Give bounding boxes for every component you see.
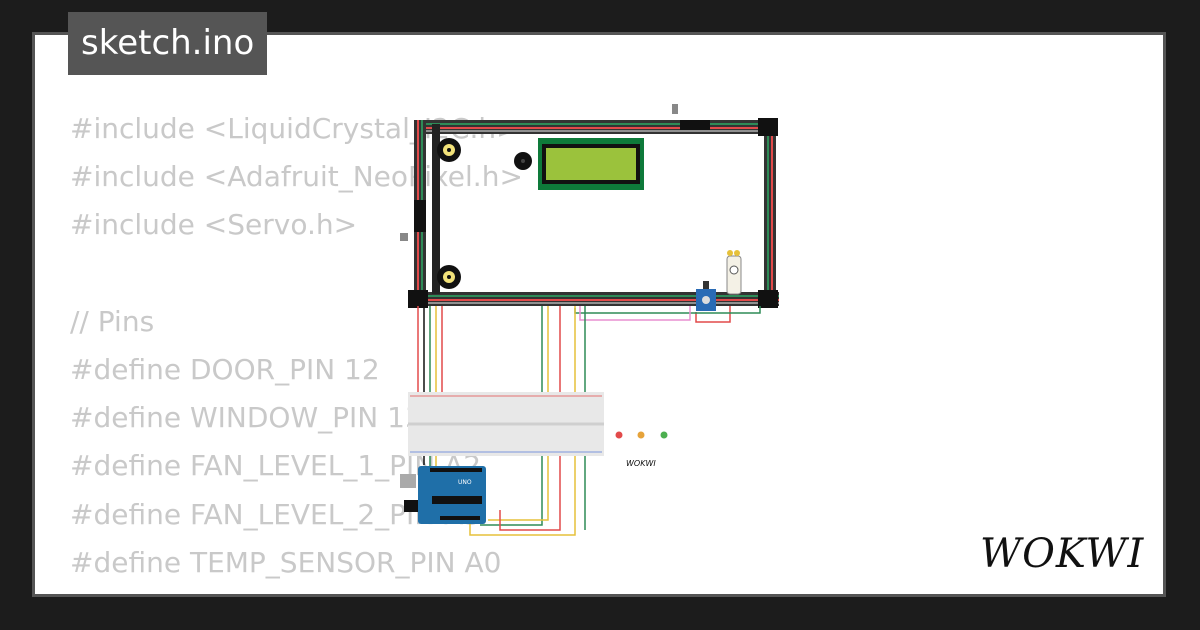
code-line: #define TEMP_SENSOR_PIN A0 <box>70 545 502 579</box>
code-line: #include <Adafruit_NeoPixel.h> <box>70 160 523 194</box>
board-label: UNO <box>458 479 472 486</box>
filename-tab[interactable]: sketch.ino <box>68 12 268 75</box>
wire-frame <box>400 104 779 308</box>
arduino-uno-board: UNO <box>400 466 486 524</box>
wokwi-logo: WOKWI <box>980 531 1144 577</box>
code-line: #define DOOR_PIN 12 <box>70 352 380 386</box>
fan-icon <box>437 138 461 162</box>
fan-icon <box>437 265 461 289</box>
breadboard <box>408 392 604 456</box>
led-icon <box>615 431 668 439</box>
servo-icon <box>726 250 742 295</box>
buzzer-icon <box>514 152 532 170</box>
code-line: #define FAN_LEVEL_1_PIN A2 <box>70 449 482 483</box>
mini-wokwi-logo: WOKWI <box>626 459 656 468</box>
code-line: #include <Servo.h> <box>70 208 358 242</box>
sensor-module-icon <box>696 281 716 311</box>
code-preview: #include <LiquidCrystal_I2C.h>#include <… <box>70 105 523 595</box>
code-line: #define LIGHTS_PIN 6 <box>70 587 523 595</box>
lcd-display <box>538 138 644 190</box>
svg-text:WOKWI: WOKWI <box>980 531 1144 577</box>
code-line: // Pins <box>70 304 155 338</box>
